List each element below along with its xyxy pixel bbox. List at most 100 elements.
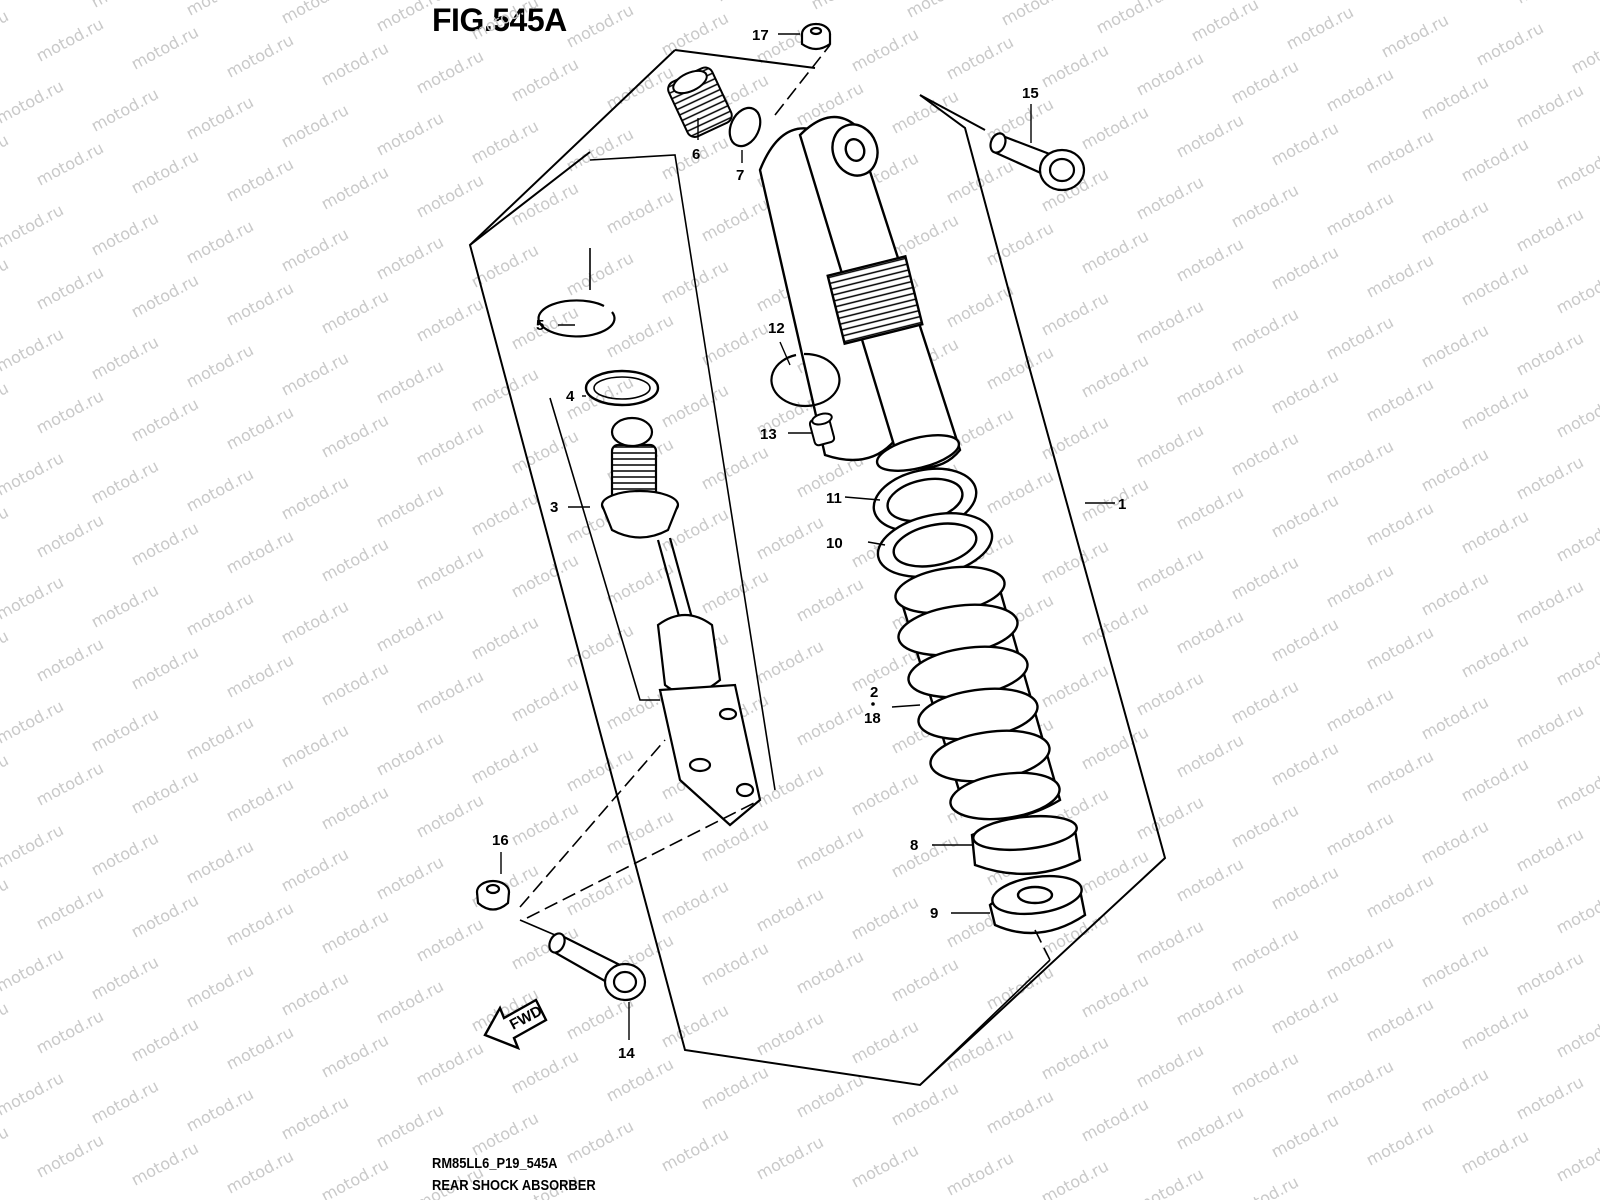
watermark-text: motod.ru xyxy=(1228,56,1302,107)
watermark-text: motod.ru xyxy=(698,194,772,245)
watermark-text: motod.ru xyxy=(1553,1134,1600,1185)
watermark-text: motod.ru xyxy=(1188,0,1262,46)
watermark-text: motod.ru xyxy=(0,76,67,127)
watermark-text: motod.ru xyxy=(1513,948,1587,999)
callout-10[interactable]: 10 xyxy=(826,535,843,552)
watermark-text: motod.ru xyxy=(1173,1102,1247,1153)
watermark-text: motod.ru xyxy=(983,466,1057,517)
watermark-text: motod.ru xyxy=(658,876,732,927)
watermark-text: motod.ru xyxy=(508,550,582,601)
callout-13[interactable]: 13 xyxy=(760,426,777,443)
watermark-text: motod.ru xyxy=(128,518,202,569)
callout-5[interactable]: 5 xyxy=(536,317,544,334)
watermark-text: motod.ru xyxy=(603,1054,677,1105)
watermark-text: motod.ru xyxy=(1133,916,1207,967)
watermark-text: motod.ru xyxy=(603,62,677,113)
watermark-text: motod.ru xyxy=(1513,700,1587,751)
watermark-text: motod.ru xyxy=(1173,730,1247,781)
watermark-text: motod.ru xyxy=(943,1148,1017,1199)
watermark-text: motod.ru xyxy=(1458,630,1532,681)
watermark-text: motod.ru xyxy=(278,968,352,1019)
watermark-text: motod.ru xyxy=(33,1006,107,1057)
callout-11[interactable]: 11 xyxy=(826,490,842,507)
watermark-text: motod.ru xyxy=(0,626,12,677)
watermark-text: motod.ru xyxy=(1038,288,1112,339)
callout-9[interactable]: 9 xyxy=(930,905,938,922)
watermark-text: motod.ru xyxy=(88,332,162,383)
callout-14[interactable]: 14 xyxy=(618,1045,635,1062)
watermark-text: motod.ru xyxy=(888,830,962,881)
callout-1[interactable]: 1 xyxy=(1118,496,1126,513)
watermark-text: motod.ru xyxy=(183,216,257,267)
watermark-text: motod.ru xyxy=(1133,296,1207,347)
watermark-text: motod.ru xyxy=(1268,1110,1342,1161)
watermark-text: motod.ru xyxy=(0,0,67,4)
watermark-text: motod.ru xyxy=(1513,1072,1587,1123)
watermark-text: motod.ru xyxy=(1418,320,1492,371)
coil-spring xyxy=(894,565,1062,821)
callout-7[interactable]: 7 xyxy=(736,167,744,184)
watermark-text: motod.ru xyxy=(1363,250,1437,301)
watermark-text: motod.ru xyxy=(33,634,107,685)
watermark-text: motod.ru xyxy=(128,22,202,73)
shock-body xyxy=(758,115,962,472)
callout-18[interactable]: 18 xyxy=(864,710,881,727)
watermark-text: motod.ru xyxy=(183,340,257,391)
watermark-text: motod.ru xyxy=(1173,606,1247,657)
callout-6[interactable]: 6 xyxy=(692,146,700,163)
watermark-text: motod.ru xyxy=(1553,142,1600,193)
watermark-text: motod.ru xyxy=(1173,110,1247,161)
figure-title: FIG.545A xyxy=(432,2,567,38)
watermark-text: motod.ru xyxy=(128,766,202,817)
watermark-text: motod.ru xyxy=(88,580,162,631)
watermark-text: motod.ru xyxy=(88,84,162,135)
watermark-text: motod.ru xyxy=(1458,1126,1532,1177)
watermark-text: motod.ru xyxy=(1038,660,1112,711)
callout-8[interactable]: 8 xyxy=(910,837,918,854)
watermark-text: motod.ru xyxy=(278,224,352,275)
watermark-text: motod.ru xyxy=(1268,614,1342,665)
watermark-text: motod.ru xyxy=(753,512,827,563)
watermark-text: motod.ru xyxy=(698,1062,772,1113)
watermark-text: motod.ru xyxy=(1323,312,1397,363)
watermark-text: motod.ru xyxy=(793,574,867,625)
watermark-text: motod.ru xyxy=(1363,498,1437,549)
watermark-text: motod.ru xyxy=(983,218,1057,269)
watermark-text: motod.ru xyxy=(0,944,67,995)
watermark-text: motod.ru xyxy=(1363,870,1437,921)
watermark-text: motod.ru xyxy=(88,1076,162,1127)
watermark-text: motod.ru xyxy=(1323,64,1397,115)
watermark-text: motod.ru xyxy=(698,442,772,493)
watermark-text: motod.ru xyxy=(1553,1010,1600,1061)
watermark-text: motod.ru xyxy=(983,342,1057,393)
watermark-text: motod.ru xyxy=(1363,622,1437,673)
watermark-text: motod.ru xyxy=(888,210,962,261)
callout-15[interactable]: 15 xyxy=(1022,85,1039,102)
callout-2[interactable]: 2 xyxy=(870,684,878,701)
watermark-text: motod.ru xyxy=(1458,134,1532,185)
watermark-text: motod.ru xyxy=(1078,598,1152,649)
watermark-text: motod.ru xyxy=(128,890,202,941)
callout-4[interactable]: 4 xyxy=(566,388,575,405)
valve-cap xyxy=(808,412,836,447)
watermark-text: motod.ru xyxy=(1268,490,1342,541)
callout-3[interactable]: 3 xyxy=(550,499,558,516)
watermark-text: motod.ru xyxy=(1323,436,1397,487)
callout-12[interactable]: 12 xyxy=(768,320,785,337)
watermark-text: motod.ru xyxy=(318,286,392,337)
watermark-text: motod.ru xyxy=(468,488,542,539)
callout-16[interactable]: 16 xyxy=(492,832,509,849)
watermark-text: motod.ru xyxy=(1228,552,1302,603)
watermark-text: motod.ru xyxy=(128,394,202,445)
watermark-text: motod.ru xyxy=(413,418,487,469)
watermark-text: motod.ru xyxy=(1418,816,1492,867)
watermark-text: motod.ru xyxy=(128,1014,202,1065)
callout-17[interactable]: 17 xyxy=(752,27,769,44)
watermark-text: motod.ru xyxy=(0,572,67,623)
watermark-text: motod.ru xyxy=(413,914,487,965)
watermark-text: motod.ru xyxy=(1553,638,1600,689)
watermark-text: motod.ru xyxy=(1173,234,1247,285)
watermark-text: motod.ru xyxy=(128,642,202,693)
watermark-text: motod.ru xyxy=(318,38,392,89)
